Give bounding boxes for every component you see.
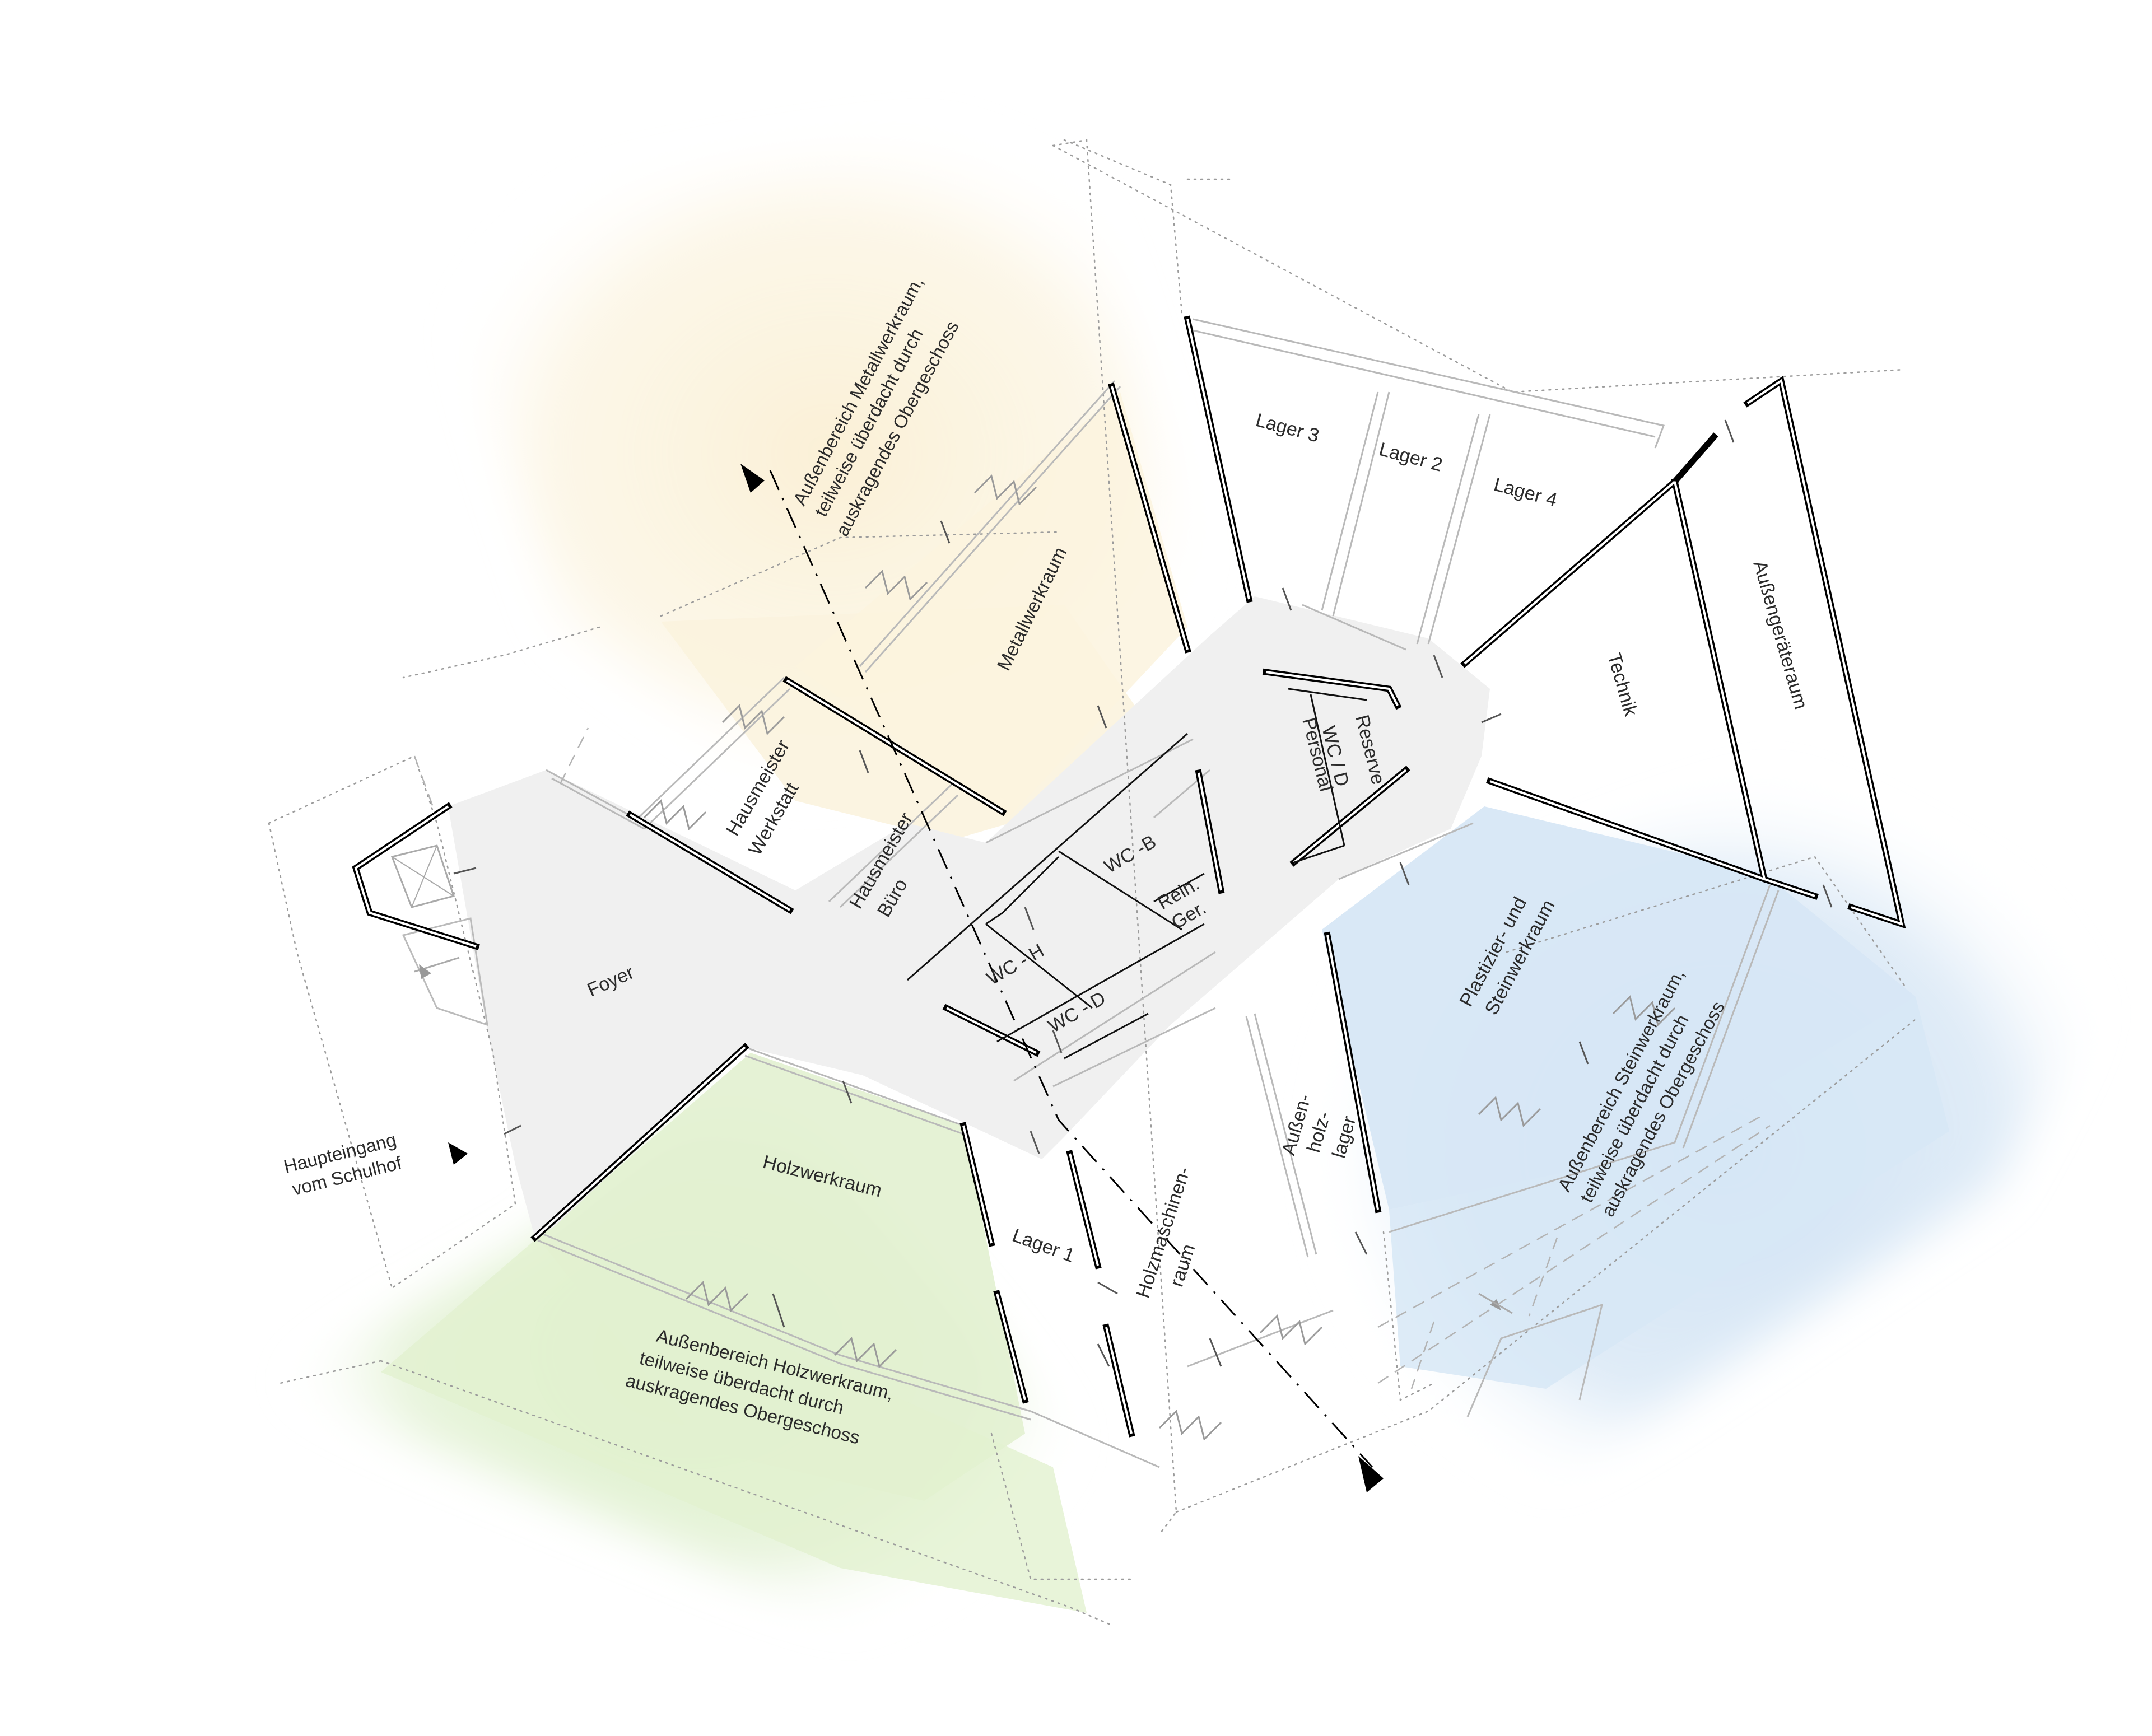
walls bbox=[352, 315, 1906, 1438]
overhang-dashes bbox=[413, 727, 1771, 1389]
label-holzmaschinenraum-2: raum bbox=[1166, 1242, 1199, 1289]
label-lager3: Lager 3 bbox=[1254, 409, 1321, 447]
metal-zone bbox=[426, 112, 1232, 840]
door-ticks bbox=[453, 419, 1833, 1367]
zigzag-symbols bbox=[643, 474, 1676, 1441]
wood-zone bbox=[280, 1053, 1098, 1652]
stair-block bbox=[390, 844, 1513, 1314]
stone-zone bbox=[1316, 773, 2128, 1523]
facade-lines bbox=[537, 318, 1780, 1468]
site-outline bbox=[268, 139, 1917, 1625]
label-lager1: Lager 1 bbox=[1009, 1225, 1077, 1267]
wc-partitions bbox=[907, 688, 1367, 1060]
label-technik: Technik bbox=[1603, 651, 1642, 719]
section-axis bbox=[448, 464, 1384, 1492]
label-lager4: Lager 4 bbox=[1492, 474, 1559, 511]
label-aussengeraeteraum: Außengeräteraum bbox=[1749, 558, 1811, 712]
label-lager2: Lager 2 bbox=[1377, 438, 1445, 476]
